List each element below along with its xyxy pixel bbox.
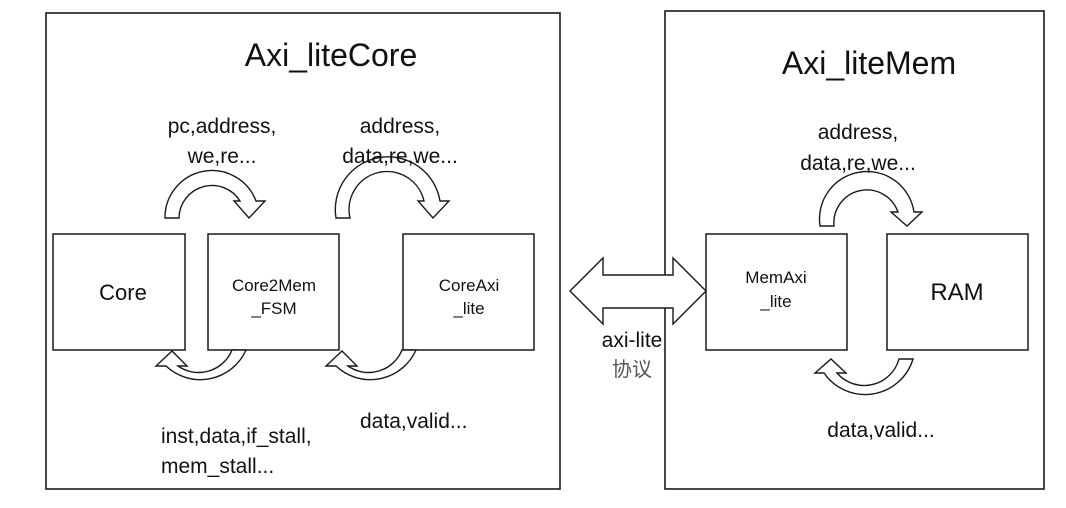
axi-lite-core-title: Axi_liteCore bbox=[245, 37, 418, 73]
axi-lite-mem-container bbox=[664, 10, 1045, 490]
axi-lite-bus-double-arrow-icon bbox=[569, 256, 707, 326]
bus-protocol-label-cn: 协议 bbox=[612, 357, 652, 381]
curved-arrow-fsm-to-coreaxi-icon bbox=[334, 156, 451, 220]
mem-axi-lite-label-line2: _lite bbox=[759, 292, 791, 311]
core-axi-lite-label-line1: CoreAxi bbox=[439, 276, 499, 295]
bus-protocol-label: axi-lite bbox=[602, 329, 663, 352]
axi-lite-core-container bbox=[45, 12, 561, 490]
mem-axi-lite-block bbox=[705, 233, 848, 351]
signal-coreaxi-to-fsm: data,valid... bbox=[360, 410, 467, 433]
signal-fsm-to-core-line2: mem_stall... bbox=[161, 455, 274, 478]
core2mem-fsm-label-line1: Core2Mem bbox=[232, 276, 316, 295]
signal-memaxi-to-ram-line1: address, bbox=[818, 121, 899, 144]
curved-arrow-fsm-to-core-icon bbox=[154, 349, 248, 381]
signal-ram-to-memaxi: data,valid... bbox=[827, 419, 934, 442]
signal-fsm-to-core-line1: inst,data,if_stall, bbox=[161, 425, 312, 448]
ram-block-label: RAM bbox=[930, 279, 983, 306]
signal-core-to-fsm-line1: pc,address, bbox=[168, 115, 277, 138]
core-axi-lite-label-line2: _lite bbox=[452, 299, 484, 318]
signal-fsm-to-coreaxi-line1: address, bbox=[360, 115, 441, 138]
curved-arrow-ram-to-memaxi-icon bbox=[813, 358, 914, 396]
signal-core-to-fsm-line2: we,re... bbox=[187, 145, 257, 168]
ram-block bbox=[886, 233, 1029, 351]
curved-arrow-core-to-fsm-icon bbox=[164, 169, 267, 220]
axi-lite-mem-title: Axi_liteMem bbox=[782, 45, 956, 81]
curved-arrow-memaxi-to-ram-icon bbox=[818, 170, 924, 227]
core-block bbox=[52, 233, 186, 351]
core2mem-fsm-label-line2: _FSM bbox=[250, 299, 296, 318]
mem-axi-lite-label-line1: MemAxi bbox=[745, 268, 806, 287]
curved-arrow-coreaxi-to-fsm-icon bbox=[324, 349, 418, 381]
signal-memaxi-to-ram-line2: data,re,we... bbox=[800, 152, 916, 175]
core-axi-lite-block bbox=[402, 233, 535, 351]
signal-fsm-to-coreaxi-line2: data,re,we... bbox=[342, 145, 458, 168]
core-block-label: Core bbox=[99, 280, 147, 305]
core2mem-fsm-block bbox=[207, 233, 340, 351]
